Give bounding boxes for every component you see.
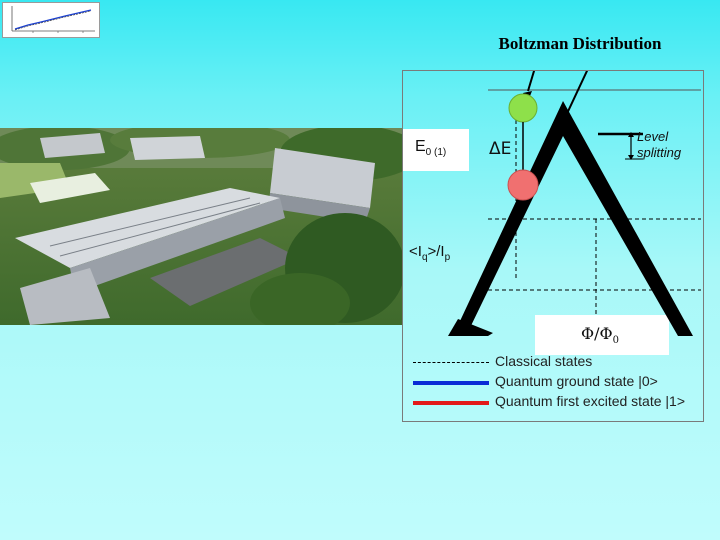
legend-item-excited: Quantum first excited state |1> (413, 393, 703, 411)
excited-state-ball (507, 169, 539, 201)
thumbnail-plot-graphic (3, 3, 99, 37)
phi-label: Φ/Φ0 (581, 324, 619, 346)
delta-e-label: ΔE (489, 139, 512, 159)
legend-swatch-ground (413, 381, 489, 385)
legend-swatch-excited (413, 401, 489, 405)
legend-label-excited: Quantum first excited state |1> (495, 393, 686, 409)
e0-label: E0 (1) (415, 138, 447, 158)
ip-label-main: >/I (427, 243, 445, 260)
phi-label-main: Φ/Φ (581, 324, 613, 343)
e0-label-box (403, 129, 469, 171)
ground-state-ball (508, 93, 538, 123)
iq-label-main: <I (409, 243, 422, 260)
facility-photo-graphic (0, 128, 402, 325)
e0-label-main: E (415, 138, 426, 155)
energy-diagram-panel: E0 (1) ΔE Level splitting <Iq>/Ip Φ/Φ0 C… (402, 70, 704, 422)
phi-label-sub: 0 (612, 335, 619, 346)
ip-label-sub: p (444, 252, 451, 263)
lambda-potential-shape (453, 101, 693, 336)
diagram-graphic (448, 71, 701, 336)
legend-swatch-classical (413, 362, 489, 363)
phi-label-box (535, 315, 669, 355)
slide-title: Boltzman Distribution (498, 34, 662, 53)
legend-label-classical: Classical states (495, 353, 593, 369)
thumbnail-plot (2, 2, 100, 38)
level-splitting-label: Level splitting (637, 129, 682, 160)
legend-item-ground: Quantum ground state |0> (413, 373, 703, 391)
legend-label-ground: Quantum ground state |0> (495, 373, 658, 389)
iq-label-sub: q (421, 252, 428, 263)
arrow-to-red-ball (540, 71, 589, 170)
legend-item-classical: Classical states (413, 353, 703, 371)
facility-photo (0, 128, 402, 325)
e0-label-sub: 0 (1) (425, 147, 447, 158)
arrow-to-green-ball (527, 71, 536, 92)
iq-ip-label: <Iq>/Ip (409, 243, 451, 263)
